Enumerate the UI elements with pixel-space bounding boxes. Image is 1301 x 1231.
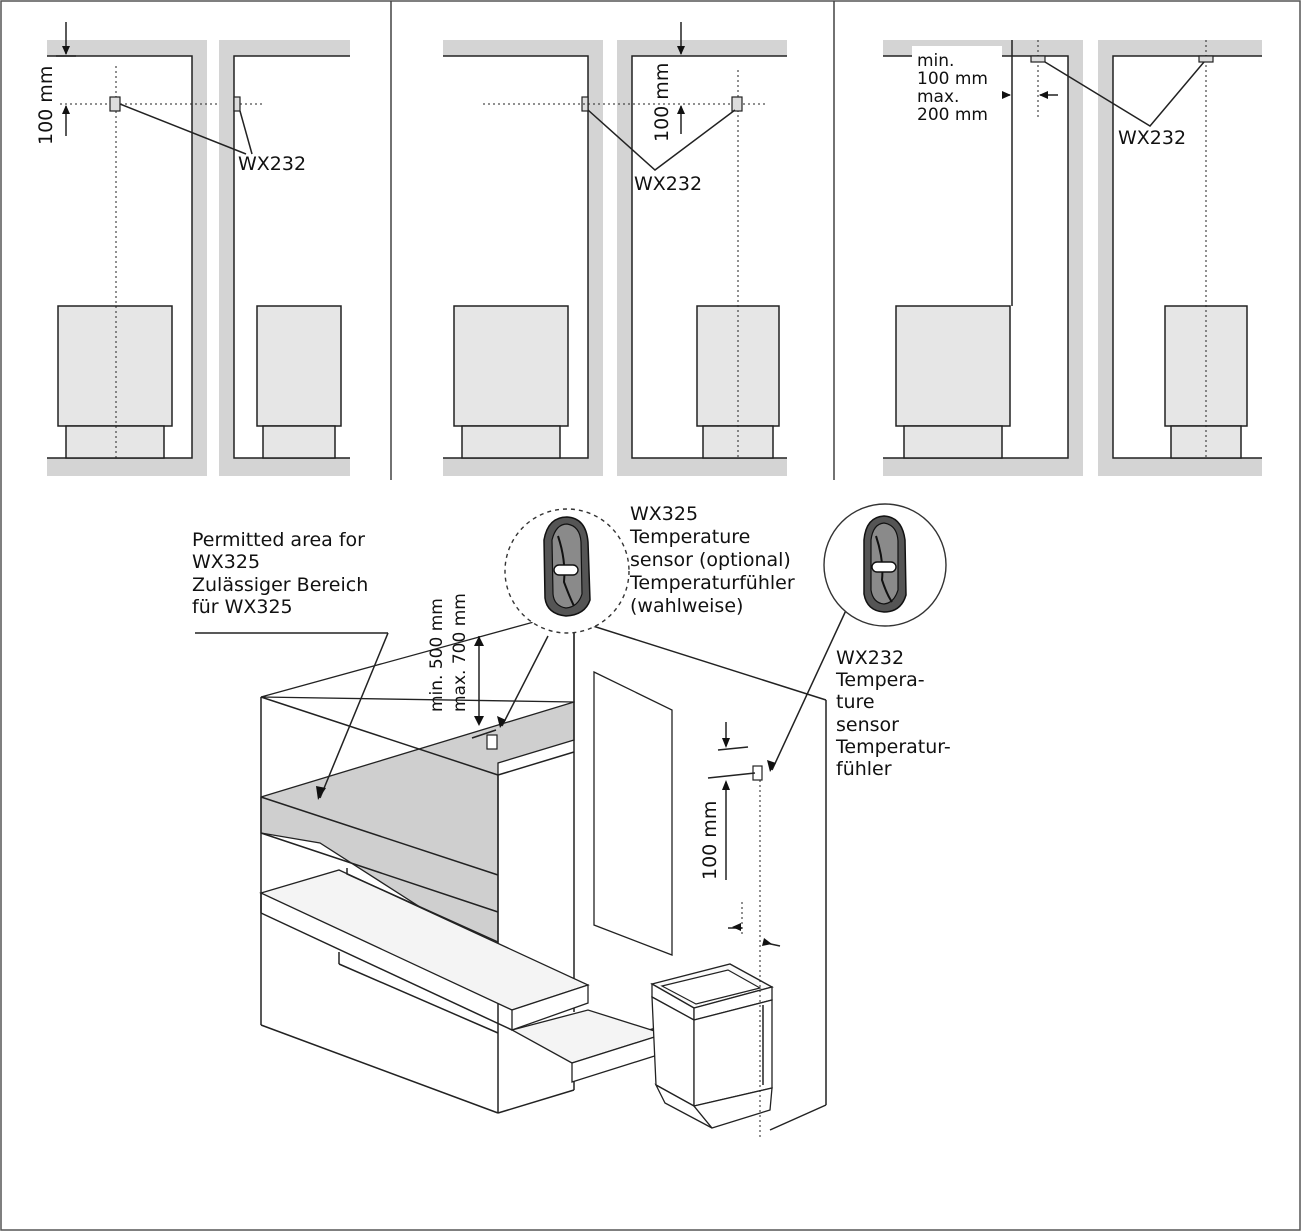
ceiling-right (219, 40, 350, 56)
wx325-line: Temperature (629, 526, 750, 548)
floor-right (1098, 458, 1262, 476)
wx232-line: Tempera- (835, 669, 925, 691)
permitted-area-line: WX325 (192, 551, 260, 573)
sensor-label: WX232 (238, 153, 306, 175)
top-panel-3: min. 100 mm max. 200 mm WX232 (883, 40, 1262, 476)
wx325-line: WX325 (630, 503, 698, 525)
heater-base (461, 425, 561, 459)
wx325-label: WX325 Temperature sensor (optional) Temp… (629, 503, 795, 617)
wall-left-room (192, 40, 207, 476)
heater-base (262, 425, 336, 459)
wall-right-room (617, 40, 632, 476)
heater-body (453, 305, 569, 427)
top-panel-2: 100 mm WX232 (443, 22, 787, 476)
wx232-line: Temperatur- (835, 736, 951, 758)
wx232-sensor-icon (863, 515, 907, 613)
wx325-line: sensor (optional) (630, 549, 791, 571)
height-max-label: max. 700 mm (450, 593, 470, 712)
top-panel-1: 100 mm WX232 (35, 22, 350, 476)
min-value: 100 mm (917, 69, 988, 89)
permitted-area-line: für WX325 (192, 596, 293, 618)
max-label: max. (917, 87, 959, 107)
wx325-sensor-icon (543, 516, 591, 617)
wall-left-room (588, 40, 603, 476)
heater-body (895, 305, 1011, 427)
sensor-label: WX232 (634, 173, 702, 195)
wx232-sensor (731, 96, 743, 112)
ceiling-right (617, 40, 787, 56)
floor-left (443, 458, 603, 476)
wall-left-room (1068, 40, 1083, 476)
floor-left (883, 458, 1083, 476)
dimension-label: 100 mm (699, 801, 721, 880)
wx325-sensor (486, 734, 498, 750)
min-label: min. (917, 51, 954, 71)
wx232-line: ture (836, 691, 875, 713)
dimension-label: 100 mm (35, 66, 57, 145)
sauna-isometric: min. 500 mm max. 700 mm 100 mm (192, 503, 951, 1140)
wx325-line: (wahlweise) (630, 595, 743, 617)
floor-right (219, 458, 350, 476)
wx232-sensor (233, 96, 241, 112)
ceiling-right (1098, 40, 1262, 56)
wx232-line: WX232 (836, 647, 904, 669)
permitted-area-label: Permitted area for WX325 Zulässiger Bere… (192, 529, 368, 618)
wall-right-room (219, 40, 234, 476)
heater-base (65, 425, 165, 459)
wx325-line: Temperaturfühler (629, 572, 795, 594)
wall-right-room (1098, 40, 1113, 476)
height-min-label: min. 500 mm (427, 598, 447, 712)
wx232-label: WX232 Tempera- ture sensor Temperatur- f… (835, 647, 951, 780)
floor-right (617, 458, 787, 476)
wx232-sensor (1198, 55, 1214, 63)
heater-body (57, 305, 173, 427)
max-value: 200 mm (917, 105, 988, 125)
dimension-label: 100 mm (651, 63, 673, 142)
ceiling-left (47, 40, 207, 56)
heater-base (903, 425, 1003, 459)
wx232-line: sensor (836, 714, 899, 736)
wx232-line: fühler (836, 758, 892, 780)
ceiling-left (443, 40, 603, 56)
heater-body (256, 305, 342, 427)
permitted-area-line: Zulässiger Bereich (192, 574, 368, 596)
wx232-sensor (109, 96, 121, 112)
permitted-area-line: Permitted area for (192, 529, 365, 551)
floor-left (47, 458, 207, 476)
sensor-label: WX232 (1118, 127, 1186, 149)
wx232-sensor (1030, 55, 1046, 63)
